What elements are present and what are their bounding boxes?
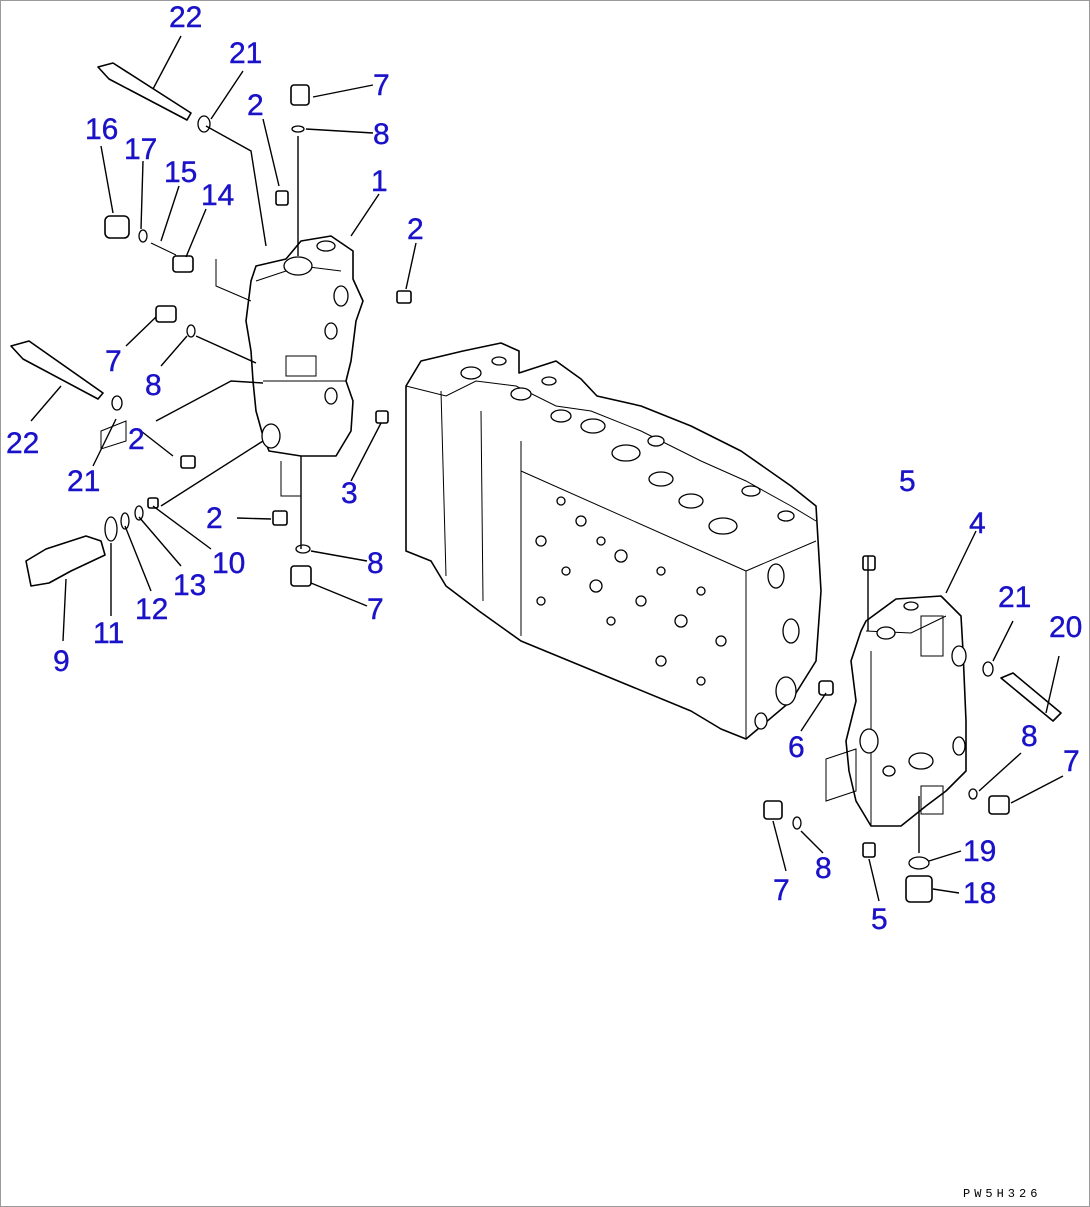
callout-5: 5 <box>871 903 888 936</box>
callout-21: 21 <box>998 581 1031 614</box>
callout-22: 22 <box>6 427 39 460</box>
callout-7: 7 <box>373 69 390 102</box>
callout-3: 3 <box>341 477 358 510</box>
main-valve-body <box>405 342 822 740</box>
callout-1: 1 <box>371 165 388 198</box>
callout-15: 15 <box>164 156 197 189</box>
callout-8: 8 <box>145 369 162 402</box>
callout-10: 10 <box>212 547 245 580</box>
section-valve-1 <box>245 235 364 457</box>
callout-9: 9 <box>53 645 70 678</box>
leader-lines <box>30 35 1064 902</box>
callout-20: 20 <box>1049 611 1082 644</box>
callout-8: 8 <box>367 547 384 580</box>
callout-21: 21 <box>229 37 262 70</box>
callout-8: 8 <box>373 118 390 151</box>
callout-13: 13 <box>173 569 206 602</box>
callout-6: 6 <box>788 731 805 764</box>
callout-labels: 22 21 2 7 8 1 16 17 15 14 2 7 8 22 2 21 … <box>6 1 1083 936</box>
callout-7: 7 <box>1063 745 1080 778</box>
end-cover-4 <box>845 595 967 827</box>
callout-2: 2 <box>407 213 424 246</box>
callout-2: 2 <box>128 423 145 456</box>
callout-2: 2 <box>247 89 264 122</box>
callout-8: 8 <box>815 852 832 885</box>
callout-17: 17 <box>124 133 157 166</box>
drawing-code: PW5H326 <box>963 1187 1041 1201</box>
fasteners-and-seals <box>10 62 1062 903</box>
callout-5: 5 <box>899 465 916 498</box>
callout-7: 7 <box>367 593 384 626</box>
callout-16: 16 <box>85 113 118 146</box>
callout-12: 12 <box>135 593 168 626</box>
callout-11: 11 <box>93 617 124 650</box>
callout-2: 2 <box>206 502 223 535</box>
callout-22: 22 <box>169 1 202 34</box>
callout-21: 21 <box>67 465 100 498</box>
callout-4: 4 <box>969 507 986 540</box>
callout-14: 14 <box>201 179 234 212</box>
callout-18: 18 <box>963 877 996 910</box>
callout-19: 19 <box>963 835 996 868</box>
callout-7: 7 <box>773 874 790 907</box>
callout-7: 7 <box>105 345 122 378</box>
callout-8: 8 <box>1021 720 1038 753</box>
